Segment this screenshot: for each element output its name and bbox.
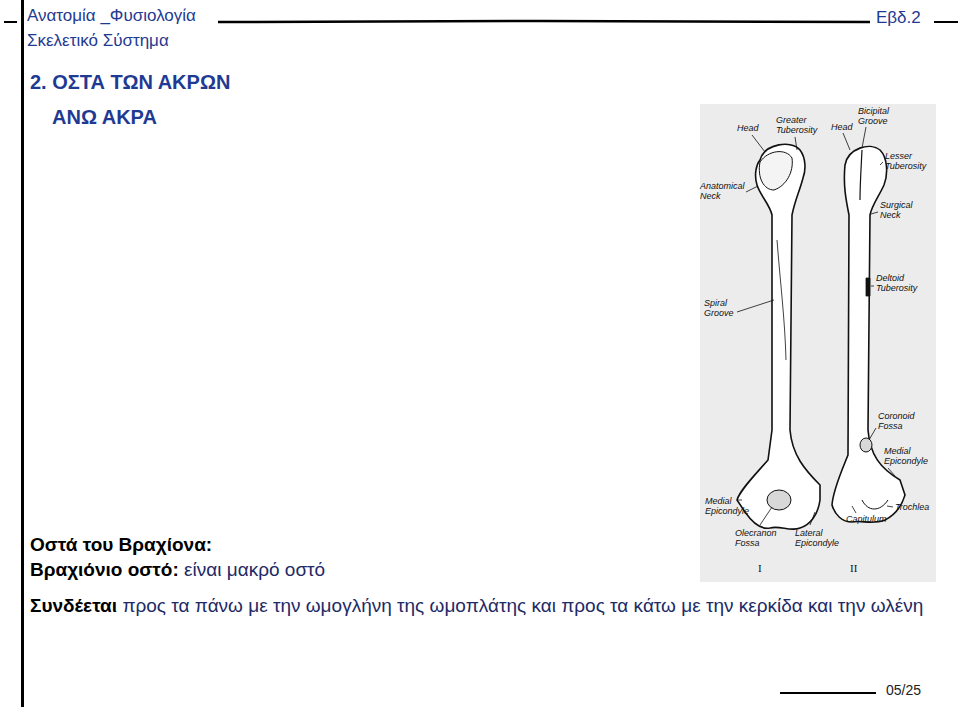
part-label: Trochlea <box>895 502 929 512</box>
humerus-outline <box>737 144 820 529</box>
header-rule <box>934 21 958 23</box>
body-text: προς τα πάνω με την ωμογλήνη της ωμοπλάτ… <box>122 595 923 616</box>
footer-rule <box>780 692 876 694</box>
header-text: Ανατομία _Φυσιολογία <box>27 6 196 26</box>
part-label: Coronoid Fossa <box>878 411 922 431</box>
part-label: Capitulum <box>846 514 887 524</box>
part-label: Lateral Epicondyle <box>795 528 843 548</box>
leader-line <box>888 468 895 476</box>
leader-line <box>871 212 878 214</box>
part-label: Olecranon Fossa <box>735 528 783 548</box>
page-number: 05/25 <box>886 682 921 698</box>
body-paragraph: Οστά του Βραχίονα: <box>30 533 630 557</box>
section-subtitle: ΑΝΩ ΑΚΡΑ <box>52 105 157 129</box>
leader-line <box>869 428 876 440</box>
humeral-head <box>759 152 792 190</box>
leader-line <box>752 135 765 152</box>
fossa <box>860 438 872 452</box>
leader-line <box>880 162 883 165</box>
margin-rule <box>21 0 24 707</box>
part-label: Anatomical Neck <box>700 181 748 201</box>
body-paragraph: Βραχιόνιο οστό:είναι μακρό οστό <box>30 558 630 582</box>
part-label: Deltoid Tuberosity <box>876 273 924 293</box>
trochlea-line <box>862 500 888 509</box>
body-text: είναι μακρό οστό <box>184 559 325 580</box>
part-label: Bicipital Groove <box>858 106 898 126</box>
fossa <box>767 490 791 510</box>
part-label: Surgical Neck <box>880 200 920 220</box>
part-label: Head <box>737 123 759 133</box>
tuberosity-mark <box>866 278 870 296</box>
part-label: Spiral Groove <box>704 298 740 318</box>
leader-line <box>887 506 893 507</box>
leader-line <box>810 512 815 525</box>
part-label: Greater Tuberosity <box>776 115 824 135</box>
part-label: Head <box>831 122 853 132</box>
leader-line <box>738 500 742 501</box>
groove-line <box>860 150 862 200</box>
figure-number: I <box>758 562 762 574</box>
leader-line <box>795 137 797 150</box>
part-label: Medial Epicondyle <box>705 496 753 516</box>
leader-line <box>746 186 758 192</box>
figure-number: II <box>850 562 857 574</box>
leader-line <box>843 133 850 150</box>
body-term: Συνδέεται <box>30 595 117 616</box>
body-term: Βραχιόνιο οστό: <box>30 559 179 580</box>
week-number: Εβδ.2 <box>876 8 921 28</box>
leader-line <box>737 300 774 312</box>
leader-line <box>760 507 772 525</box>
body-heading: Οστά του Βραχίονα: <box>30 534 212 555</box>
slide-title: 2. ΟΣΤΑ ΤΩΝ ΑΚΡΩΝ <box>30 70 230 94</box>
leader-lines <box>737 127 895 525</box>
groove-line <box>777 240 786 360</box>
leader-line <box>871 286 874 287</box>
part-label: Medial Epicondyle <box>884 446 932 466</box>
illustration-ground <box>700 104 936 582</box>
header-rule <box>4 21 17 23</box>
humerus-drawing <box>737 144 905 529</box>
part-label: Lesser Tuberosity <box>885 151 933 171</box>
body-paragraph: Συνδέεταιπρος τα πάνω με την ωμογλήνη τη… <box>30 590 928 621</box>
leader-line <box>852 506 856 513</box>
leader-line <box>862 127 866 148</box>
header-rule <box>218 21 870 22</box>
header-text: Σκελετικό Σύστημα <box>27 31 169 51</box>
